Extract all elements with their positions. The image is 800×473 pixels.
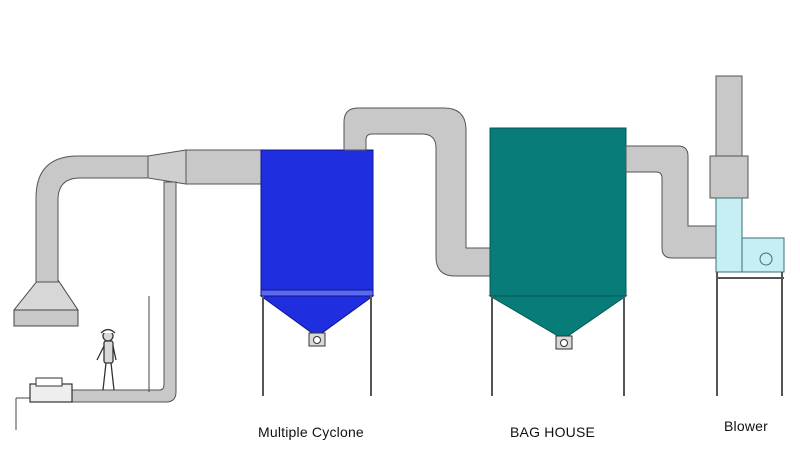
blower-label: Blower: [724, 418, 768, 434]
hood: [13, 279, 79, 327]
multiple-cyclone: [259, 149, 375, 396]
bag-house: [488, 127, 628, 396]
cyclone-to-baghouse-duct: [343, 107, 491, 277]
multiple-cyclone-label: Multiple Cyclone: [258, 424, 364, 440]
inlet-duct: [35, 155, 149, 283]
branch-duct: [71, 181, 177, 403]
workbench: [15, 377, 73, 430]
baghouse-to-blower-duct: [625, 145, 717, 259]
duct-reducer: [147, 149, 187, 185]
worker: [96, 328, 117, 391]
bag-house-label: BAG HOUSE: [510, 424, 596, 440]
blower: [715, 197, 785, 396]
main-duct: [185, 149, 262, 185]
stack: [709, 75, 749, 199]
